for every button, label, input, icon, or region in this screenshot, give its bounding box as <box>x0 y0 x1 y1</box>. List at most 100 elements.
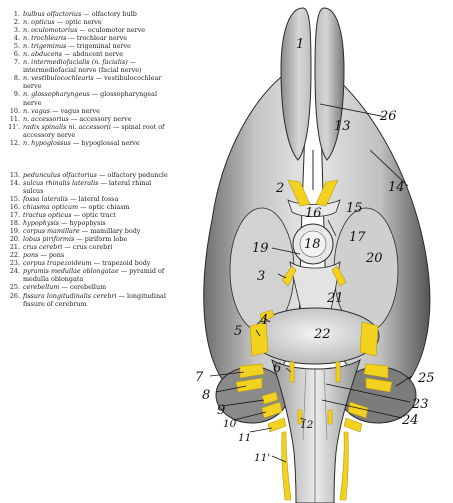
label-25: 25 <box>417 371 435 386</box>
legend-dash: — <box>38 251 49 260</box>
label-23: 23 <box>411 397 429 412</box>
legend-english-term: crus cerebri <box>72 243 113 252</box>
legend-number: 11. <box>9 114 20 123</box>
legend-entry: 19.corpus mamillare — mamillary body <box>4 227 172 235</box>
legend-latin-term: cerebellum <box>23 283 60 292</box>
left-olfactory-bulb <box>280 7 312 161</box>
legend-entry: 10.n. vagus — vagus nerve <box>4 107 172 115</box>
legend-dash: — <box>91 259 103 268</box>
label-3: 3 <box>257 269 265 284</box>
legend-latin-term: n. oculomotorius <box>23 26 78 35</box>
label-11: 11 <box>238 432 251 444</box>
spinal-root-accessory-right <box>339 431 349 501</box>
legend-entry: 4.n. trochlearis — trochlear nerve <box>4 34 172 42</box>
label-10: 10 <box>223 418 237 430</box>
legend-number: 25. <box>9 283 20 292</box>
label-9: 9 <box>217 403 225 418</box>
label-4: 4 <box>259 313 268 328</box>
legend-entry: 7.n. intermediofacialis (n. facialis) — … <box>4 58 172 74</box>
legend-number: 21. <box>9 243 20 252</box>
legend-entry: 18.hypophysis — hypophysis <box>4 219 172 227</box>
legend-english-term: spinal root of accessory nerve <box>23 122 165 139</box>
legend-entry: 9.n. glossopharyngeus — glossopharyngeal… <box>4 90 172 106</box>
legend-dash: — <box>77 26 88 35</box>
legend-entry: 14.sulcus rhinalis lateralis — lateral r… <box>4 179 172 195</box>
legend-number: 15. <box>9 194 20 203</box>
label-2: 2 <box>275 181 284 196</box>
label-18: 18 <box>304 237 321 252</box>
legend-latin-term: pyramis medullae oblongatae <box>23 267 119 276</box>
crus-cerebri <box>289 261 341 323</box>
legend-latin-term: n. hypoglossus <box>23 138 71 147</box>
legend-english-term: cerebellum <box>69 283 107 292</box>
legend-english-term: trapezoid body <box>102 259 151 268</box>
legend-dash: — <box>118 267 130 276</box>
legend-english-term: abducent nerve <box>72 50 124 59</box>
legend-dash: — <box>71 211 83 220</box>
label-7: 7 <box>195 370 204 385</box>
legend-english-term: glossopharyngeal nerve <box>23 90 158 107</box>
legend-number: 16. <box>9 202 20 211</box>
legend-english-term: olfactory peduncle <box>107 170 168 179</box>
legend-entry: 11'.radix spinalis ni. accessorii — spin… <box>4 123 172 139</box>
legend-entry: 15.fossa lateralis — lateral fossa <box>4 195 172 203</box>
hypoglossal-nerve-left <box>297 409 303 425</box>
legend-latin-term: n. trigeminus <box>23 42 67 51</box>
oculomotor-nerve-left <box>281 265 297 287</box>
legend-entry: 12.n. hypoglossus — hypoglossal nerve <box>4 139 172 147</box>
legend-english-term: optic nerve <box>65 18 102 27</box>
trigeminal-nerve-right <box>359 321 379 357</box>
legend-english-term: pons <box>48 251 65 260</box>
legend-entry: 22.pons — pons <box>4 251 172 259</box>
vestibulocochlear-nerve-left <box>235 377 263 393</box>
legend-latin-term: fossa lateralis <box>23 194 69 203</box>
legend-latin-term: lobus piriformis <box>23 235 75 244</box>
legend-english-term: hypophysis <box>69 219 106 228</box>
legend-number: 14. <box>9 178 20 187</box>
legend-dash: — <box>98 178 109 187</box>
oculomotor-nerve-right <box>331 265 347 287</box>
legend-entry: 21.crus cerebri — crus cerebri <box>4 243 172 251</box>
legend-number: 17. <box>9 211 20 220</box>
legend-number: 24. <box>9 267 20 276</box>
label-8: 8 <box>202 388 210 403</box>
legend-latin-term: bulbus olfactorius <box>23 10 82 18</box>
spinal-root-accessory-left <box>281 431 292 501</box>
legend-english-term: optic chiasm <box>88 202 130 211</box>
abducent-nerve-left <box>289 361 295 383</box>
legend-number: 3. <box>13 26 20 35</box>
legend-number: 9. <box>13 90 20 99</box>
vagus-nerve-right <box>347 401 369 419</box>
legend-dash: — <box>68 114 80 123</box>
legend-dash: — <box>74 235 85 244</box>
accessory-nerve-right <box>343 417 363 433</box>
label-6: 6 <box>273 361 281 376</box>
legend-number: 10. <box>9 106 20 115</box>
legend-english-term: olfactory bulb <box>91 10 137 18</box>
legend-english-term: accessory nerve <box>79 114 132 123</box>
legend-entry: 1.bulbus olfactorius — olfactory bulb <box>4 10 172 18</box>
legend-number: 6. <box>13 50 20 59</box>
label-22: 22 <box>313 327 331 342</box>
label-12: 12 <box>300 419 314 431</box>
label-16: 16 <box>305 206 322 221</box>
cranial-nerves <box>235 179 393 501</box>
legend-entry: 25.cerebellum — cerebellum <box>4 283 172 291</box>
legend-number: 11'. <box>8 122 20 131</box>
legend-latin-term: pons <box>23 251 39 260</box>
legend-entry: 26.fissura longitudinalis cerebri — long… <box>4 292 172 308</box>
optic-nerve-left <box>287 179 311 207</box>
legend-english-term: trochlear nerve <box>76 34 128 43</box>
legend-latin-term: n. intermediofacialis (n. facialis) <box>23 58 128 67</box>
legend-english-term: intermediofacial nerve (facial nerve) <box>23 66 142 75</box>
legend-latin-term: n. vestibulocochlearis <box>23 74 94 83</box>
legend-english-term: lateral fossa <box>78 194 119 203</box>
leader-lines <box>209 103 413 463</box>
accessory-nerve-left <box>267 417 287 433</box>
legend-number: 1. <box>13 10 20 18</box>
legend-latin-term: corpus trapezoideum <box>23 259 92 268</box>
legend-dash: — <box>127 58 137 67</box>
legend-latin-term: n. glossopharyngeus <box>23 90 90 99</box>
legend-dash: — <box>66 34 77 43</box>
legend-latin-term: n. abducens <box>23 50 63 59</box>
